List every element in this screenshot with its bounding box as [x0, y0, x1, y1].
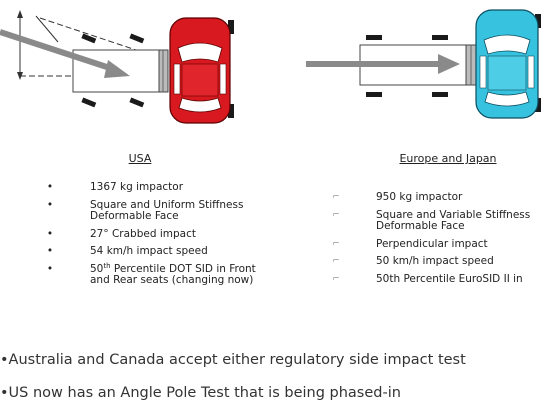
- eu-barrier-tire: [366, 92, 382, 97]
- note-us-angle-pole: •US now has an Angle Pole Test that is b…: [0, 385, 401, 401]
- usa-car-roof: [181, 63, 219, 97]
- eu-barrier-tire: [432, 35, 448, 40]
- usa-spec-text: Square and Uniform Stiffness Deformable …: [90, 198, 244, 222]
- usa-dimension-arrowhead-bottom: [17, 72, 23, 80]
- eu-car-tire: [535, 14, 541, 28]
- usa-spec-text: 1367 kg impactor: [90, 181, 184, 193]
- eu-spec-text: 950 kg impactor: [376, 191, 463, 203]
- eu-bullet: ⌐: [332, 273, 340, 284]
- usa-car-tire: [228, 104, 234, 118]
- usa-barrier-tire: [81, 97, 97, 108]
- usa-impact-arrowhead: [104, 60, 130, 78]
- usa-spec-text: 54 km/h impact speed: [90, 245, 208, 257]
- usa-bullet: •: [46, 181, 54, 193]
- eu-spec-item: ⌐ Perpendicular impact: [332, 237, 556, 251]
- usa-car-side-window: [219, 63, 227, 95]
- usa-spec-item: • 50th Percentile DOT SID in Front and R…: [47, 261, 260, 287]
- eu-barrier-tire: [366, 35, 382, 40]
- eu-spec-text: 50 km/h impact speed: [376, 255, 494, 267]
- eu-bullet: ⌐: [332, 192, 340, 202]
- eu-heading: Europe and Japan: [399, 152, 497, 165]
- usa-spec-sup: th: [103, 261, 111, 270]
- eu-bullet: ⌐: [332, 256, 340, 266]
- usa-crabbed-impact-diagram: [0, 10, 234, 124]
- eu-car-roof: [487, 55, 527, 91]
- usa-car-windshield: [177, 42, 223, 63]
- usa-bullet: •: [46, 198, 54, 211]
- usa-barrier-tire: [129, 33, 145, 44]
- eu-car-windshield: [483, 34, 531, 55]
- eu-spec-item: ⌐ 50 km/h impact speed: [332, 255, 556, 268]
- eu-bullet: ⌐: [332, 209, 340, 220]
- usa-spec-list: • 1367 kg impactor • Square and Uniform …: [47, 181, 260, 293]
- eu-spec-text: 50th Percentile EuroSID II in: [376, 272, 523, 285]
- usa-impact-arrow-shaft: [0, 29, 117, 73]
- eu-spec-text: Square and Variable Stiffness Deformable…: [376, 208, 531, 232]
- usa-spec-item: • 54 km/h impact speed: [47, 245, 260, 258]
- usa-car-side-window: [173, 63, 181, 95]
- usa-spec-text: 27° Crabbed impact: [90, 227, 196, 240]
- eu-car-side-window: [527, 55, 535, 89]
- eu-bullet: ⌐: [332, 238, 340, 249]
- note-australia-canada: •Australia and Canada accept either regu…: [0, 352, 466, 368]
- usa-car-rear-window: [178, 97, 222, 113]
- usa-car-tire: [228, 20, 234, 34]
- usa-heading: USA: [128, 152, 152, 165]
- usa-dimension-arrowhead-top: [17, 10, 23, 18]
- usa-spec-text: Percentile DOT SID in Front and Rear sea…: [90, 262, 256, 286]
- eu-car-side-window: [479, 55, 487, 89]
- usa-dashline-top: [39, 17, 161, 59]
- usa-spec-pre: 50: [90, 262, 104, 275]
- eu-car-rear-window: [484, 91, 530, 107]
- eu-impact-arrowhead: [438, 54, 460, 74]
- eu-spec-item: ⌐ 950 kg impactor: [332, 191, 556, 204]
- eu-spec-item: ⌐ Square and Variable Stiffness Deformab…: [332, 208, 556, 233]
- usa-spec-item: • 1367 kg impactor: [47, 181, 260, 194]
- usa-bullet: •: [46, 262, 54, 275]
- usa-dimension-diagonal: [35, 15, 59, 43]
- usa-spec-item: • 27° Crabbed impact: [47, 227, 260, 241]
- eu-perpendicular-impact-diagram: [306, 9, 541, 119]
- eu-spec-list: ⌐ 950 kg impactor ⌐ Square and Variable …: [332, 191, 556, 291]
- usa-bullet: •: [46, 227, 54, 240]
- eu-spec-item: ⌐ 50th Percentile EuroSID II in: [332, 272, 556, 286]
- usa-bullet: •: [46, 245, 54, 257]
- usa-spec-item: • Square and Uniform Stiffness Deformabl…: [47, 198, 260, 223]
- usa-barrier-tire: [81, 33, 97, 44]
- eu-barrier-tire: [432, 92, 448, 97]
- usa-barrier-tire: [129, 97, 145, 108]
- eu-spec-text: Perpendicular impact: [376, 237, 488, 250]
